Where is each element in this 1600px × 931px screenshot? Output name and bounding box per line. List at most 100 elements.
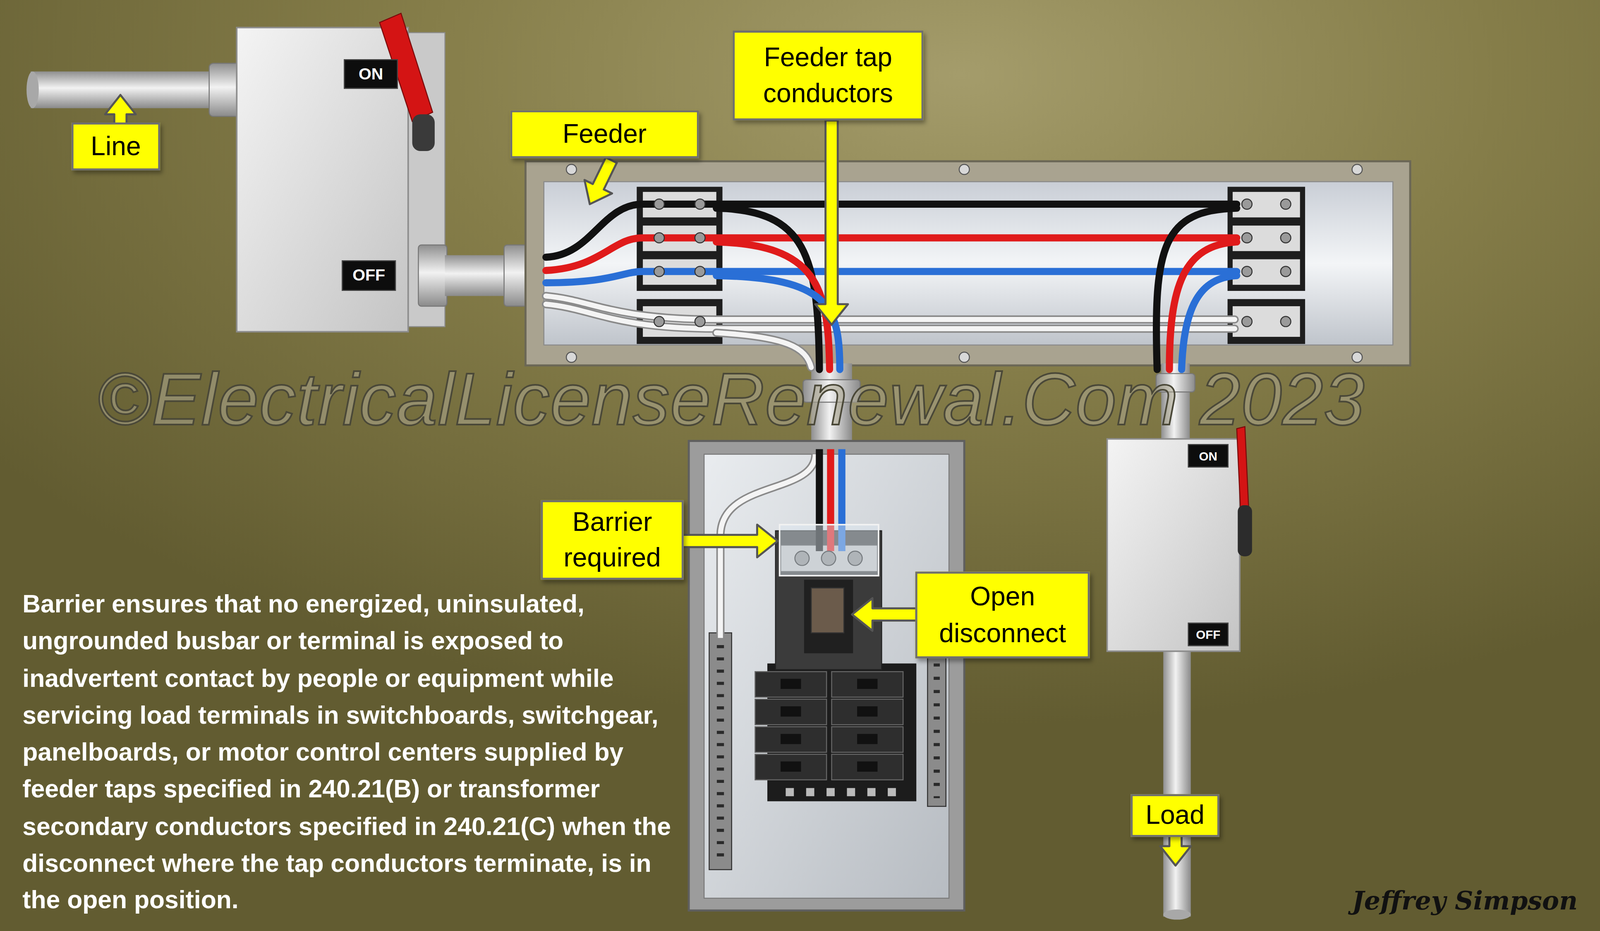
screw [653,316,665,327]
terminal [1232,306,1301,337]
load-red-wire [1169,241,1237,370]
disconnect-switch [236,27,408,332]
node-text: OFF [1195,627,1221,642]
disconnect-handle-open [811,587,844,633]
handle-grip [412,114,435,151]
callout-box: Open disconnect [915,571,1090,659]
screw [694,316,706,327]
handle-grip [1237,505,1253,556]
screw [566,164,577,175]
bar-screws [716,644,724,860]
load-black-wire [1156,208,1237,370]
conduit-fitting [418,244,447,307]
switch-handle [1236,426,1250,517]
watermark: ©ElectricalLicenseRenewal.Com 2023 [96,356,1365,441]
callout-arrow [1160,835,1191,866]
breaker [754,699,827,725]
panel-interior [704,454,949,899]
terminal-screws [653,198,1291,327]
node-text: Feeder tap conductors [740,39,916,112]
note-text: Barrier ensures that no energized, unins… [22,585,676,920]
breaker [831,671,903,698]
breaker-handle [780,761,801,772]
author-signature: Jeffrey Simpson [1352,885,1579,916]
conduit-end [1163,909,1191,920]
wire-outline [546,304,1235,329]
screw [653,198,665,210]
callout-box: Line [71,122,161,171]
callout-arrow [682,524,778,558]
screw [653,266,665,277]
wire-outline [546,295,1235,320]
breaker [831,726,903,753]
screw [1280,266,1292,277]
feeder-nipple [445,255,509,297]
screw [959,164,970,175]
node-text: ON [358,64,384,84]
panelboard [688,440,965,911]
bar-screws [933,663,940,798]
screw [653,232,665,243]
ground-bar [927,653,946,807]
black-wire [546,203,1237,257]
node-text: Barrier required [548,503,676,576]
neutral-bar [708,632,732,870]
node-text: ON [1199,448,1218,463]
neutral-wire [546,304,1235,329]
load-disconnect [1107,438,1241,652]
callout-arrow [815,120,848,325]
screw [1352,164,1363,175]
node-text: Open disconnect [923,579,1082,651]
load-conduit [1163,649,1191,917]
switch-position-tag: OFF [1187,622,1229,647]
switch-position-tag: ON [343,59,398,89]
screw [694,198,706,210]
terminal [1232,259,1301,286]
breaker [831,754,903,780]
blue-wire [546,271,1237,283]
wireway [525,161,1411,366]
callout-box: Barrier required [540,500,684,580]
callout-arrow [105,94,136,125]
tap-red-wire [716,241,830,370]
screw [1241,266,1253,277]
screw [1280,316,1292,327]
callout-box: Feeder [510,110,699,159]
breaker-handle [857,706,878,717]
screw [1241,232,1253,243]
node-text: Load [1145,797,1205,834]
callout-arrow [852,598,917,631]
load-blue-wire [1181,275,1237,370]
breaker-handle [780,706,801,717]
callout-box: Load [1130,793,1220,837]
breaker [754,671,827,698]
conduit-end [26,71,39,109]
red-wire [546,237,1237,271]
terminal [1232,225,1301,252]
node-text: Feeder [562,116,647,153]
neutral-wire [546,295,1235,320]
barrier [779,524,879,576]
wires [546,203,1237,370]
wireway-interior [543,181,1393,345]
neutral-block [1227,299,1306,345]
breaker-lugs [785,787,898,796]
breaker-handle [857,733,878,745]
switch-position-tag: ON [1187,443,1229,468]
handle-window [804,579,853,654]
terminal [1232,191,1301,218]
screw [694,266,706,277]
breaker [754,726,827,753]
screw [1241,198,1253,210]
breaker [754,754,827,780]
callout-box: Feeder tap conductors [732,30,924,121]
conduit-fitting [209,63,240,117]
breaker-handle [780,678,801,689]
breaker [831,699,903,725]
switch-position-tag: OFF [341,260,396,291]
breaker-handle [780,733,801,745]
breaker-handle [857,761,878,772]
tap-blue-wire [716,275,840,370]
screw [1241,316,1253,327]
